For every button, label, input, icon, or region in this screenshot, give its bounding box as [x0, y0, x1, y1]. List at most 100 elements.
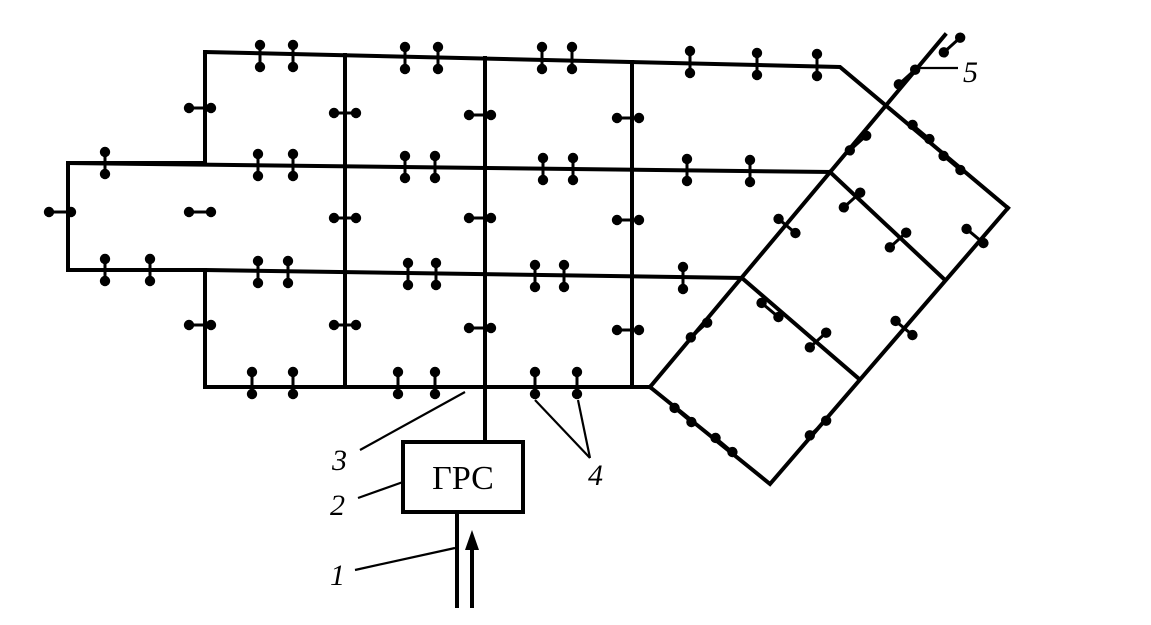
tap-node [99, 168, 111, 180]
tap-node [838, 202, 850, 213]
service-tap [430, 257, 442, 291]
tap-node [677, 283, 689, 295]
service-tap [938, 32, 966, 58]
tap-node [961, 223, 972, 235]
tap-node [611, 324, 623, 336]
service-tap [399, 41, 411, 75]
tap-node [282, 255, 294, 267]
leader-2 [357, 480, 404, 500]
tap-node [529, 259, 541, 271]
service-tap [529, 259, 541, 293]
tap-node [756, 297, 767, 309]
tap-node [567, 152, 579, 164]
service-tap [756, 297, 784, 323]
service-tap [463, 322, 497, 334]
tap-node [144, 253, 156, 265]
service-tap [43, 206, 77, 218]
flow-arrow-head [465, 530, 479, 550]
ring-network [65, 49, 1011, 389]
service-tap [744, 154, 756, 188]
tap-node [246, 366, 258, 378]
service-tap [463, 109, 497, 121]
service-tap [328, 319, 362, 331]
tap-node [65, 206, 77, 218]
service-tap [938, 150, 966, 176]
service-tap [684, 45, 696, 79]
tap-node [909, 64, 921, 75]
tap-node [811, 48, 823, 60]
service-tap [611, 214, 645, 226]
tap-node [99, 253, 111, 265]
service-tap [893, 64, 921, 90]
tap-node [558, 259, 570, 271]
leader-4a [534, 399, 591, 459]
tap-node [429, 388, 441, 400]
tap-node [246, 388, 258, 400]
service-tap [566, 41, 578, 75]
tap-node [669, 402, 680, 414]
service-tap [144, 253, 156, 287]
tap-node [744, 154, 756, 166]
callout-2: 2 [330, 489, 345, 522]
top-main [202, 49, 1011, 211]
tap-node [751, 69, 763, 81]
service-tap [611, 112, 645, 124]
tap-node [611, 214, 623, 226]
tap-node [485, 109, 497, 121]
tap-node [287, 61, 299, 73]
tap-node [399, 41, 411, 53]
tap-node [820, 327, 832, 338]
service-tap [429, 150, 441, 184]
tap-node [287, 39, 299, 51]
tap-node [938, 47, 950, 58]
tap-node [252, 148, 264, 160]
service-tap [246, 366, 258, 400]
tap-node [392, 366, 404, 378]
callout-3: 3 [331, 444, 347, 477]
service-tap [571, 366, 583, 400]
tap-node [677, 261, 689, 273]
tap-node [811, 70, 823, 82]
tap-node [485, 322, 497, 334]
tap-node [884, 242, 896, 253]
gas-station: ГРС [401, 385, 525, 514]
tap-node [463, 109, 475, 121]
service-tap [392, 366, 404, 400]
tap-node [402, 279, 414, 291]
service-tap [537, 152, 549, 186]
tap-node [681, 153, 693, 165]
service-tap [844, 130, 872, 156]
service-tap [677, 261, 689, 295]
tap-node [252, 277, 264, 289]
tap-node [701, 317, 713, 328]
service-tap [252, 148, 264, 182]
tap-node [684, 45, 696, 57]
leader-1 [354, 546, 456, 572]
tap-node [536, 41, 548, 53]
service-tap [804, 327, 832, 353]
tap-node [43, 206, 55, 218]
tap-node [287, 170, 299, 182]
tap-node [485, 212, 497, 224]
tap-node [429, 172, 441, 184]
tap-node [790, 227, 801, 239]
service-tap [99, 253, 111, 287]
tap-node [893, 79, 905, 90]
service-tap [432, 41, 444, 75]
tap-node [392, 388, 404, 400]
tap-node [537, 174, 549, 186]
tap-node [955, 164, 966, 176]
tap-node [287, 388, 299, 400]
service-tap [328, 212, 362, 224]
tap-node [744, 176, 756, 188]
tap-node [205, 102, 217, 114]
inlet-pipe [455, 510, 479, 608]
service-tap [558, 259, 570, 293]
service-tap [99, 146, 111, 180]
tap-node [684, 67, 696, 79]
tap-node [328, 212, 340, 224]
tap-node [529, 281, 541, 293]
station-box [401, 440, 525, 514]
diagonal-cross-1 [827, 169, 948, 283]
service-tap [463, 212, 497, 224]
